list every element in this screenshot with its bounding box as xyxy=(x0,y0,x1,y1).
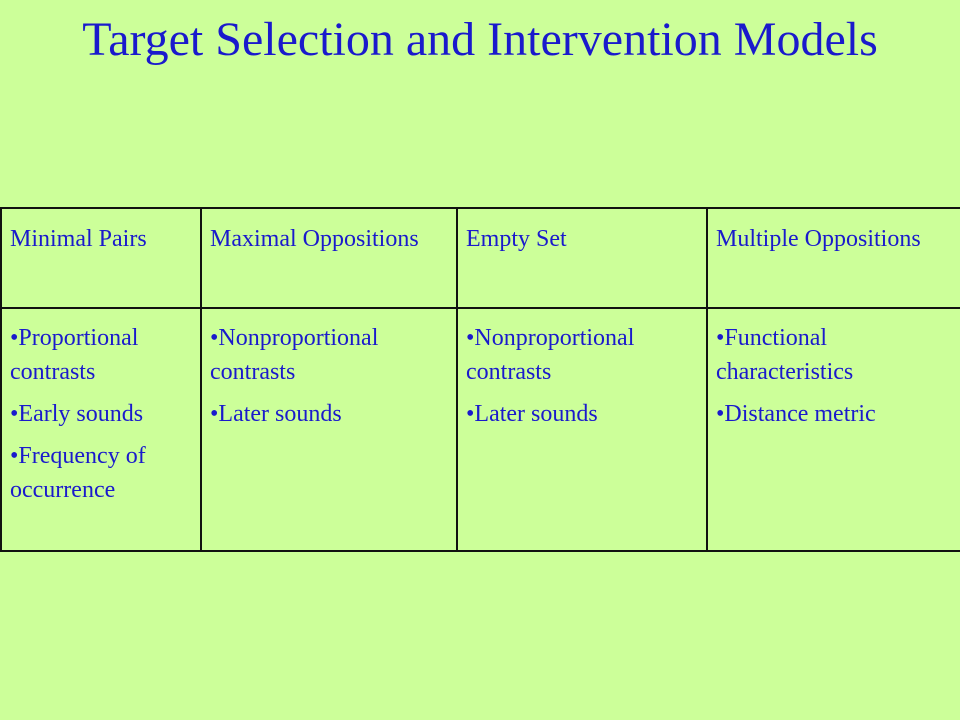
cell-maximal-oppositions: •Nonproportional contrasts •Later sounds xyxy=(200,307,458,552)
list-item: •Later sounds xyxy=(210,401,342,427)
list-item: •Nonproportional contrasts xyxy=(210,325,379,385)
header-maximal-oppositions: Maximal Oppositions xyxy=(200,207,458,309)
list-item: •Later sounds xyxy=(466,401,598,427)
models-table: Minimal Pairs Maximal Oppositions Empty … xyxy=(0,207,960,552)
header-multiple-oppositions: Multiple Oppositions xyxy=(706,207,960,309)
cell-minimal-pairs: •Proportional contrasts •Early sounds •F… xyxy=(0,307,202,552)
slide-title: Target Selection and Intervention Models xyxy=(82,13,878,66)
list-item: •Proportional contrasts xyxy=(10,325,139,385)
header-empty-set: Empty Set xyxy=(456,207,708,309)
list-item: •Early sounds xyxy=(10,401,144,427)
list-item: •Nonproportional contrasts xyxy=(466,325,635,385)
cell-empty-set: •Nonproportional contrasts •Later sounds xyxy=(456,307,708,552)
cell-multiple-oppositions: •Functional characteristics •Distance me… xyxy=(706,307,960,552)
list-item: •Functional characteristics xyxy=(716,325,854,385)
list-item: •Distance metric xyxy=(716,401,876,427)
list-item: •Frequency of occurrence xyxy=(10,443,146,503)
table-body-row: •Proportional contrasts •Early sounds •F… xyxy=(0,307,960,552)
header-minimal-pairs: Minimal Pairs xyxy=(0,207,202,309)
table-header-row: Minimal Pairs Maximal Oppositions Empty … xyxy=(0,207,960,309)
